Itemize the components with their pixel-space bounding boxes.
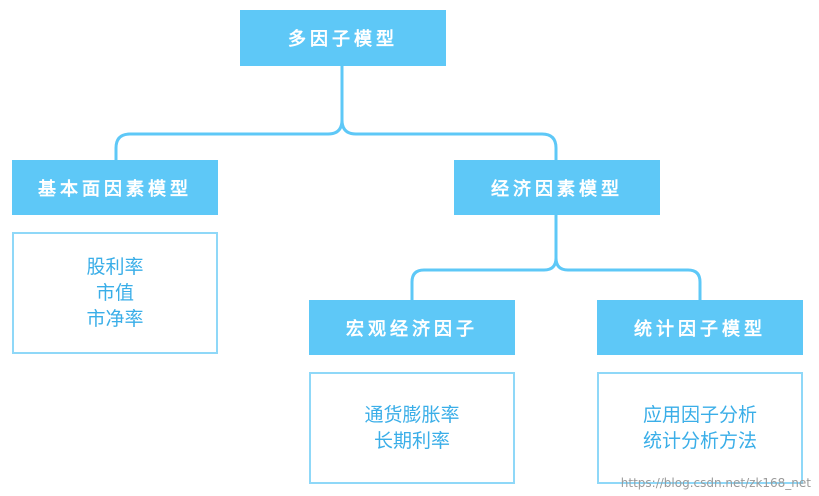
- macro-factor-node: 宏观经济因子: [309, 300, 515, 355]
- list-item: 市值: [95, 282, 134, 304]
- macro-items-box: 通货膨胀率 长期利率: [309, 372, 515, 484]
- macro-factor-label: 宏观经济因子: [346, 318, 478, 340]
- root-node: 多因子模型: [240, 10, 446, 66]
- fundamental-factor-node: 基本面因素模型: [12, 160, 218, 215]
- fundamental-factor-label: 基本面因素模型: [38, 178, 192, 200]
- fundamental-items-box: 股利率 市值 市净率: [12, 232, 218, 354]
- list-item: 股利率: [86, 256, 144, 278]
- list-item: 市净率: [86, 308, 144, 330]
- root-label: 多因子模型: [288, 29, 398, 50]
- watermark: https://blog.csdn.net/zk168_net: [620, 476, 811, 490]
- list-item: 长期利率: [373, 430, 450, 452]
- list-item: 应用因子分析: [642, 404, 757, 426]
- statistical-factor-label: 统计因子模型: [634, 318, 766, 340]
- economic-factor-node: 经济因素模型: [454, 160, 660, 215]
- economic-factor-label: 经济因素模型: [491, 178, 623, 200]
- statistical-items-box: 应用因子分析 统计分析方法: [597, 372, 803, 484]
- list-item: 通货膨胀率: [364, 404, 460, 426]
- statistical-factor-node: 统计因子模型: [597, 300, 803, 355]
- list-item: 统计分析方法: [642, 430, 757, 452]
